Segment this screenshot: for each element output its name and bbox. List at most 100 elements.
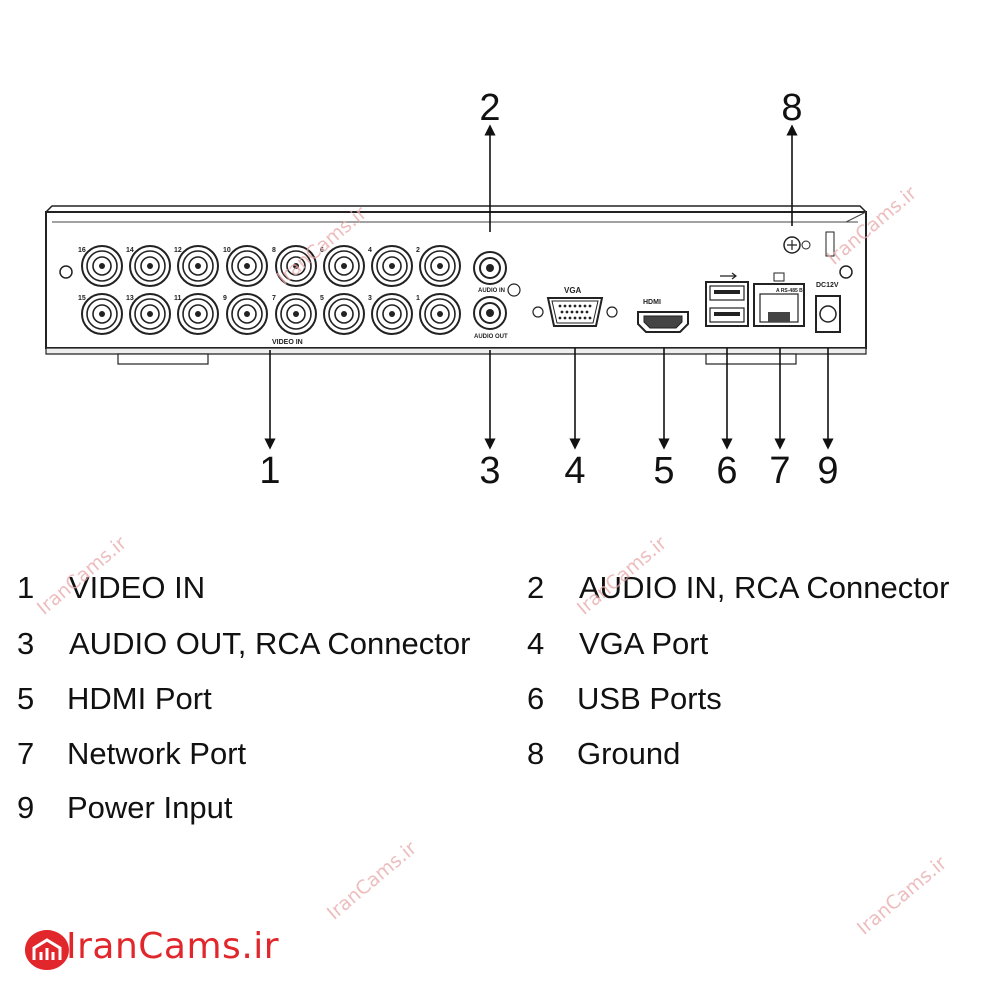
video-in-bnc-connectors: 16 14 12 10 8 6 4 2 15 13 11 9 7 5 3 1 [78, 245, 461, 335]
legend-number: 6 [527, 681, 545, 716]
callout-number-2: 2 [479, 87, 500, 129]
vga-pin [568, 304, 572, 308]
power-input-jack: DC12V [815, 282, 841, 333]
bnc-connector [371, 293, 413, 335]
rs485-panel-label: A RS-485 B [776, 288, 803, 294]
audio-in-rca-connector: AUDIO IN [473, 251, 521, 297]
vga-pin [588, 316, 592, 320]
vga-pin [573, 316, 577, 320]
bnc-connector [323, 245, 365, 287]
bnc-channel-number: 11 [174, 295, 182, 302]
legend-number: 5 [17, 681, 35, 716]
bnc-connector [226, 293, 268, 335]
legend-number: 3 [17, 626, 35, 661]
hdmi-panel-label: HDMI [643, 299, 661, 306]
dc-panel-label: DC12V [816, 282, 839, 289]
vga-panel-label: VGA [564, 286, 582, 295]
bnc-channel-number: 3 [368, 295, 372, 302]
callout-lines [264, 124, 834, 450]
vga-pin [580, 310, 584, 314]
bnc-channel-number: 5 [320, 295, 324, 302]
brand-logo-icon [24, 930, 69, 970]
vga-pin [558, 316, 562, 320]
vga-pin [565, 310, 569, 314]
vga-port: VGA [532, 286, 618, 327]
legend-number: 4 [527, 626, 545, 661]
bnc-connector [177, 293, 219, 335]
callout-number-3: 3 [479, 450, 500, 492]
ground-terminal [783, 231, 835, 257]
vga-pin [560, 310, 564, 314]
bnc-channel-number: 8 [272, 247, 276, 254]
bnc-channel-number: 13 [126, 295, 134, 302]
legend-text: VIDEO IN [69, 570, 206, 605]
bnc-channel-number: 14 [126, 247, 134, 254]
callout-number-7: 7 [769, 450, 790, 492]
vga-pin [563, 304, 567, 308]
video-in-panel-label: VIDEO IN [272, 339, 303, 346]
vga-pin [563, 316, 567, 320]
callout-number-6: 6 [716, 450, 737, 492]
vga-pin [578, 304, 582, 308]
bnc-connector [81, 293, 123, 335]
legend-number: 1 [17, 570, 35, 605]
bnc-channel-number: 10 [223, 247, 231, 254]
legend-number: 9 [17, 790, 35, 825]
brand-logo [22, 928, 72, 974]
callout-number-8: 8 [781, 87, 802, 129]
bnc-channel-number: 4 [368, 247, 372, 254]
bnc-connector [275, 293, 317, 335]
vga-pin [583, 316, 587, 320]
bnc-connector [275, 245, 317, 287]
bnc-channel-number: 15 [78, 295, 86, 302]
vga-pin [575, 310, 579, 314]
bnc-channel-number: 6 [320, 247, 324, 254]
vga-pin [568, 316, 572, 320]
legend-text: Power Input [67, 790, 233, 825]
callout-number-5: 5 [653, 450, 674, 492]
bnc-connector [81, 245, 123, 287]
vga-pin [573, 304, 577, 308]
legend-text: USB Ports [577, 681, 722, 716]
vga-pin [585, 310, 589, 314]
bnc-connector [323, 293, 365, 335]
hdmi-port: HDMI [637, 299, 689, 333]
vga-pin [570, 310, 574, 314]
bnc-connector [371, 245, 413, 287]
vga-pin [558, 304, 562, 308]
vga-pin [583, 304, 587, 308]
legend-text: HDMI Port [67, 681, 212, 716]
audio-out-panel-label: AUDIO OUT [474, 334, 508, 340]
legend-number: 8 [527, 736, 545, 771]
callout-number-9: 9 [817, 450, 838, 492]
audio-in-panel-label: AUDIO IN [478, 288, 505, 294]
bnc-connector [226, 245, 268, 287]
bnc-connector [129, 245, 171, 287]
bnc-connector [419, 245, 461, 287]
bnc-channel-number: 1 [416, 295, 420, 302]
legend-number: 7 [17, 736, 35, 771]
bnc-connector [129, 293, 171, 335]
legend-text: Network Port [67, 736, 247, 771]
vga-pin [578, 316, 582, 320]
network-port: A RS-485 B [753, 272, 805, 327]
usb-ports [705, 272, 749, 327]
bnc-channel-number: 2 [416, 247, 420, 254]
vga-pin [588, 304, 592, 308]
bnc-channel-number: 16 [78, 247, 86, 254]
callout-number-4: 4 [564, 450, 585, 492]
legend-text: AUDIO OUT, RCA Connector [69, 626, 471, 661]
bnc-channel-number: 12 [174, 247, 182, 254]
legend-number: 2 [527, 570, 545, 605]
legend-text: VGA Port [579, 626, 709, 661]
callout-number-1: 1 [259, 450, 280, 492]
legend-text: Ground [577, 736, 681, 771]
audio-out-rca-connector: AUDIO OUT [473, 296, 508, 340]
brand-name: IranCams.ir [66, 926, 280, 967]
bnc-channel-number: 7 [272, 295, 276, 302]
legend-text: AUDIO IN, RCA Connector [579, 570, 950, 605]
bnc-connector [177, 245, 219, 287]
bnc-channel-number: 9 [223, 295, 227, 302]
bnc-connector [419, 293, 461, 335]
